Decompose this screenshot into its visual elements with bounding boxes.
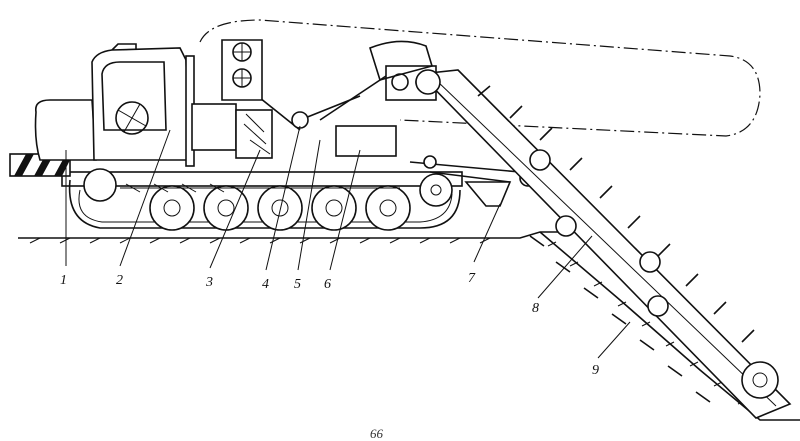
digging-chain-boom [415,69,792,419]
callout-7: 7 [468,271,476,286]
track-belt [78,189,453,223]
boom-raised-envelope [199,19,761,137]
chain-scrapers [477,85,755,403]
callout-2: 2 [116,273,123,288]
power-unit [191,103,273,159]
leader-lines [65,125,631,359]
ground-surface [18,231,800,421]
callout-6: 6 [324,277,331,292]
callout-9: 9 [592,363,599,378]
rotating-mast [221,39,263,101]
tracked-chassis [61,168,463,231]
callout-4: 4 [262,277,269,292]
road-wheels [83,168,453,231]
callout-3: 3 [205,275,213,290]
callout-8: 8 [532,301,539,316]
figure-caption: 66 [370,426,384,441]
callout-5: 5 [294,277,301,292]
callout-1: 1 [60,273,67,288]
operator-cabin [91,43,195,167]
